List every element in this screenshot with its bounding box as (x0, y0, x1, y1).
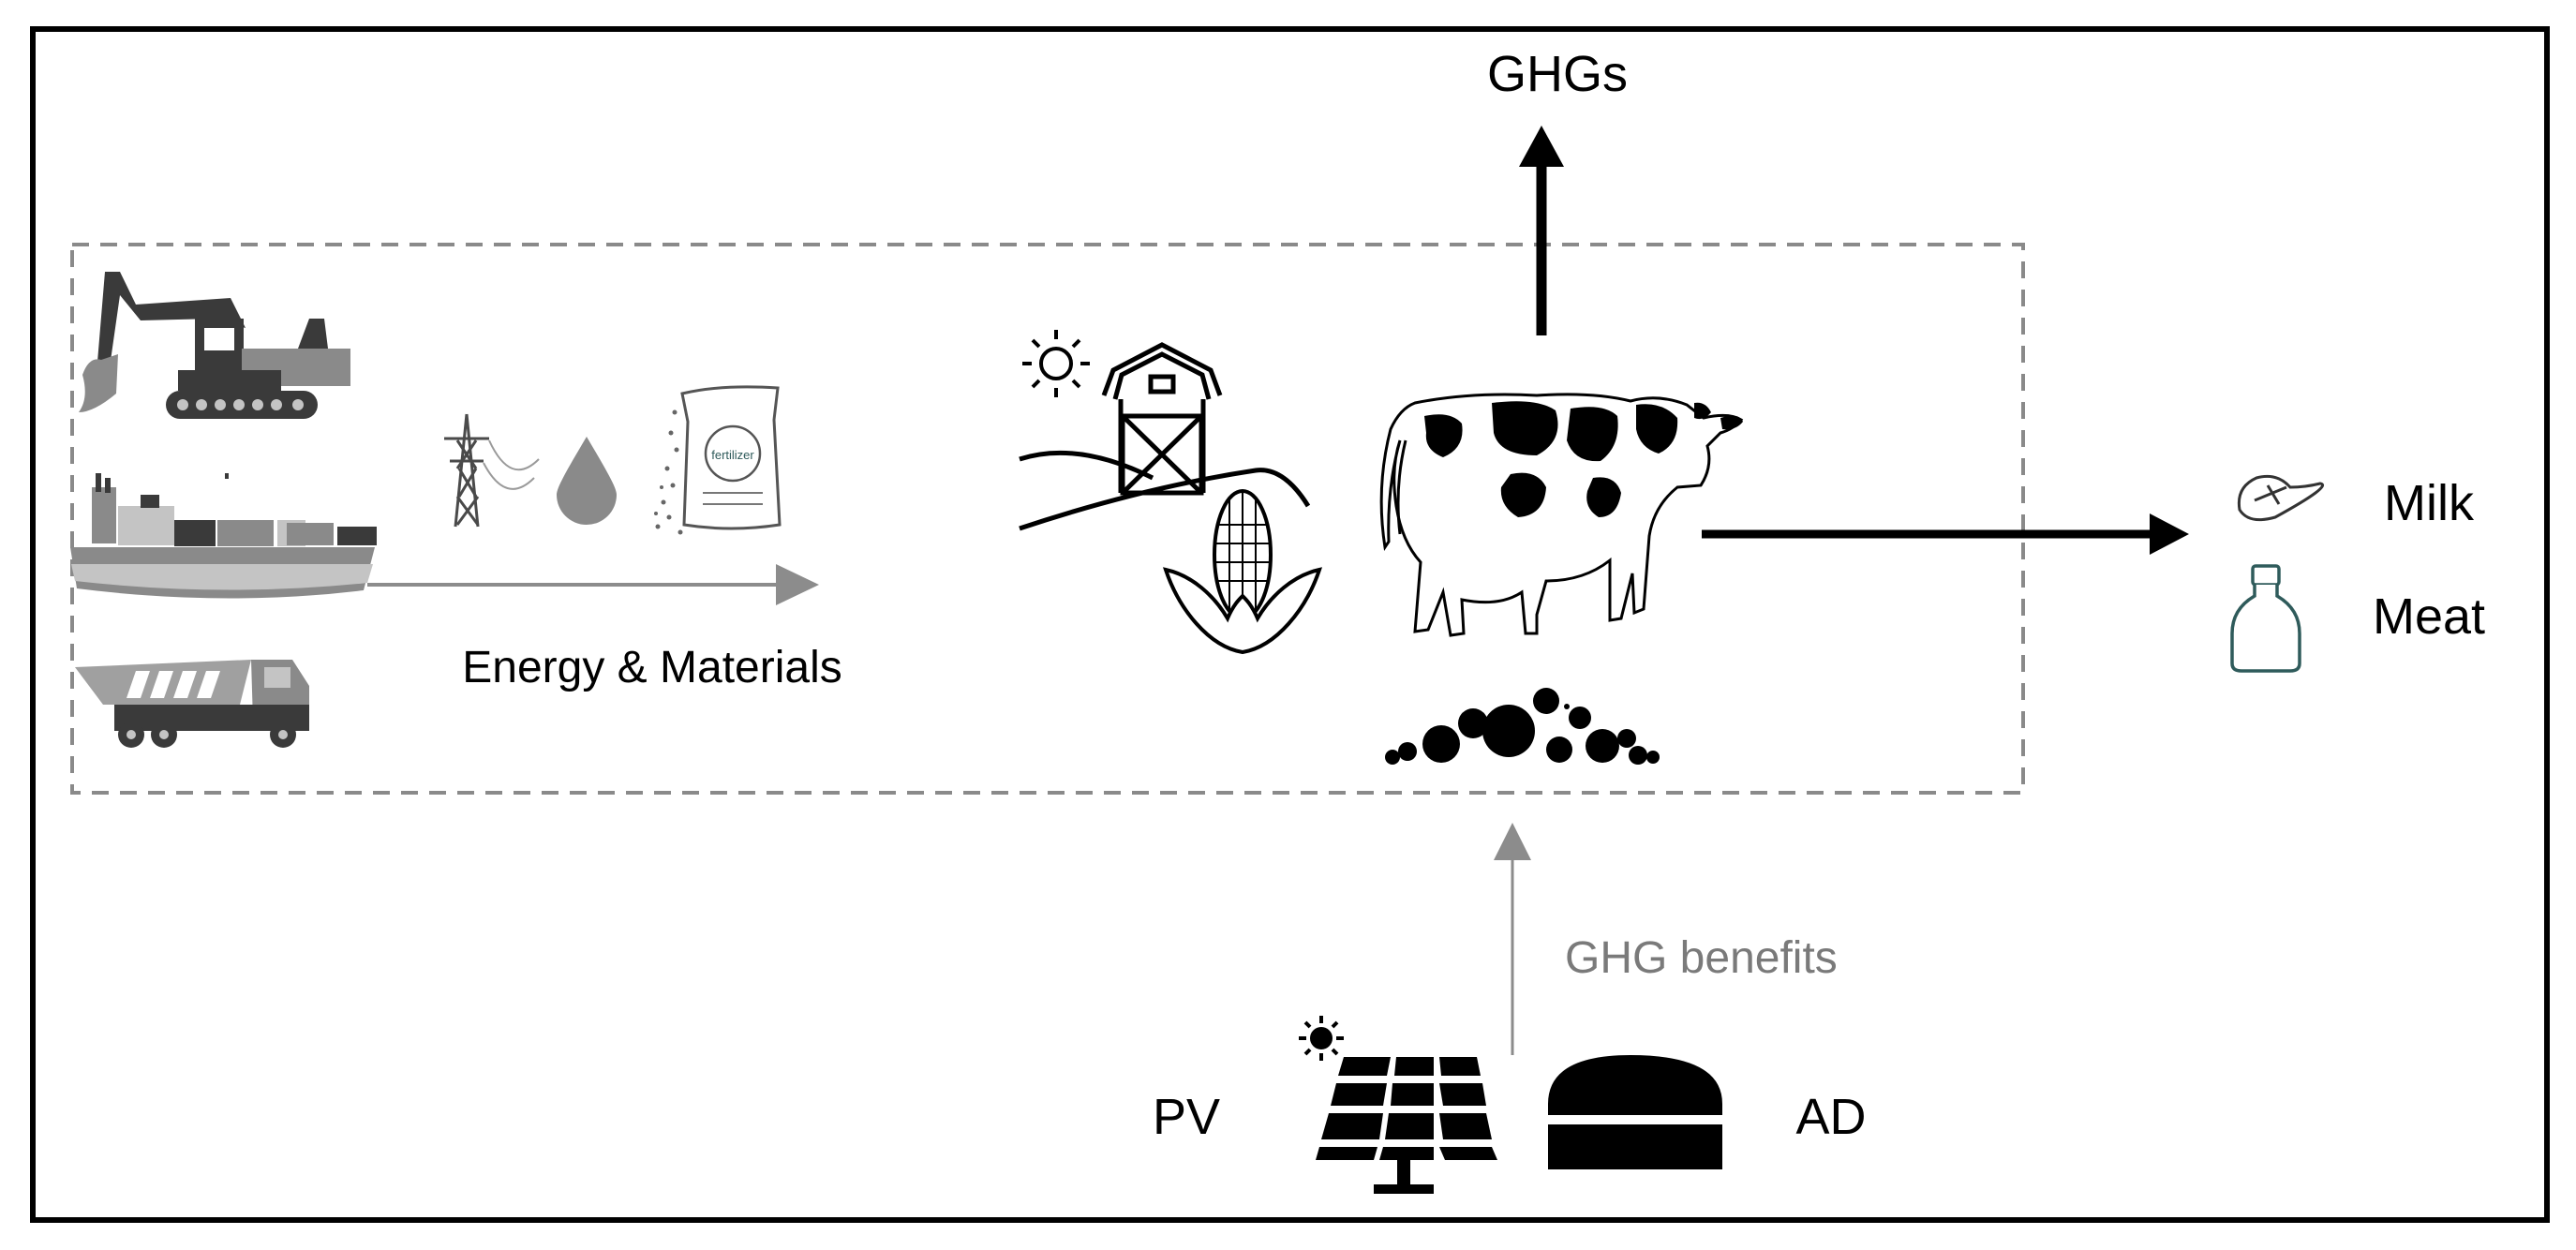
dump-truck-icon (75, 660, 309, 748)
oil-drop-icon (557, 437, 617, 525)
fertilizer-bag-label: fertilizer (711, 448, 754, 462)
pv-label: PV (1153, 1089, 1220, 1145)
steak-icon (2237, 474, 2324, 522)
ghg-benefits-arrow (1494, 823, 1531, 1055)
milk-bottle-icon (2230, 564, 2301, 673)
energy-materials-arrow (367, 564, 819, 605)
sun-small-icon (1299, 1016, 1344, 1061)
milk-label: Milk (2384, 475, 2475, 531)
cargo-ship-icon (70, 473, 377, 599)
outer-frame (30, 26, 2550, 1223)
product-output-arrow (1702, 513, 2189, 555)
digester-icon (1548, 1055, 1722, 1169)
ghg-benefits-label: GHG benefits (1565, 933, 1838, 983)
manure-icon (1385, 688, 1660, 765)
system-boundary (70, 243, 2025, 795)
ghg-emission-arrow (1519, 126, 1564, 335)
power-pylon-icon (444, 413, 540, 528)
excavator-icon (79, 272, 350, 419)
fertilizer-bag-icon: fertilizer (654, 385, 782, 535)
meat-label: Meat (2373, 588, 2485, 645)
energy-materials-label: Energy & Materials (462, 643, 842, 692)
ghgs-label: GHGs (1487, 46, 1628, 102)
barn-icon (1019, 342, 1311, 531)
solar-panel-icon (1316, 1057, 1497, 1194)
sun-icon (1022, 330, 1090, 397)
ad-label: AD (1795, 1089, 1866, 1145)
corn-icon (1162, 489, 1323, 655)
cow-icon (1379, 393, 1744, 637)
